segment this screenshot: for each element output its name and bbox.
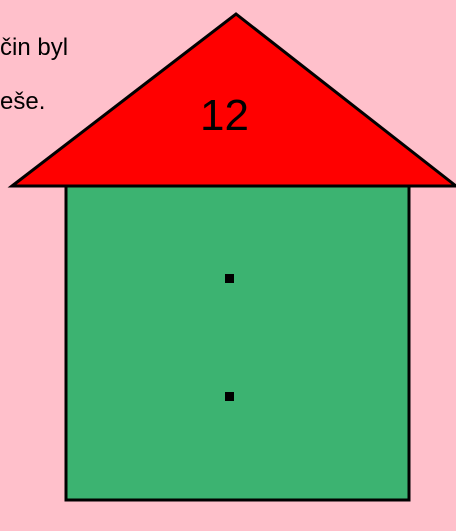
house-wall xyxy=(64,184,411,502)
text-line-2: eše. xyxy=(0,88,46,115)
roof-number: 12 xyxy=(200,91,249,140)
text-line-1: čin byl xyxy=(0,34,69,61)
wall-mark-dot-top xyxy=(225,274,234,283)
wall-mark-dot-bottom xyxy=(225,392,234,401)
